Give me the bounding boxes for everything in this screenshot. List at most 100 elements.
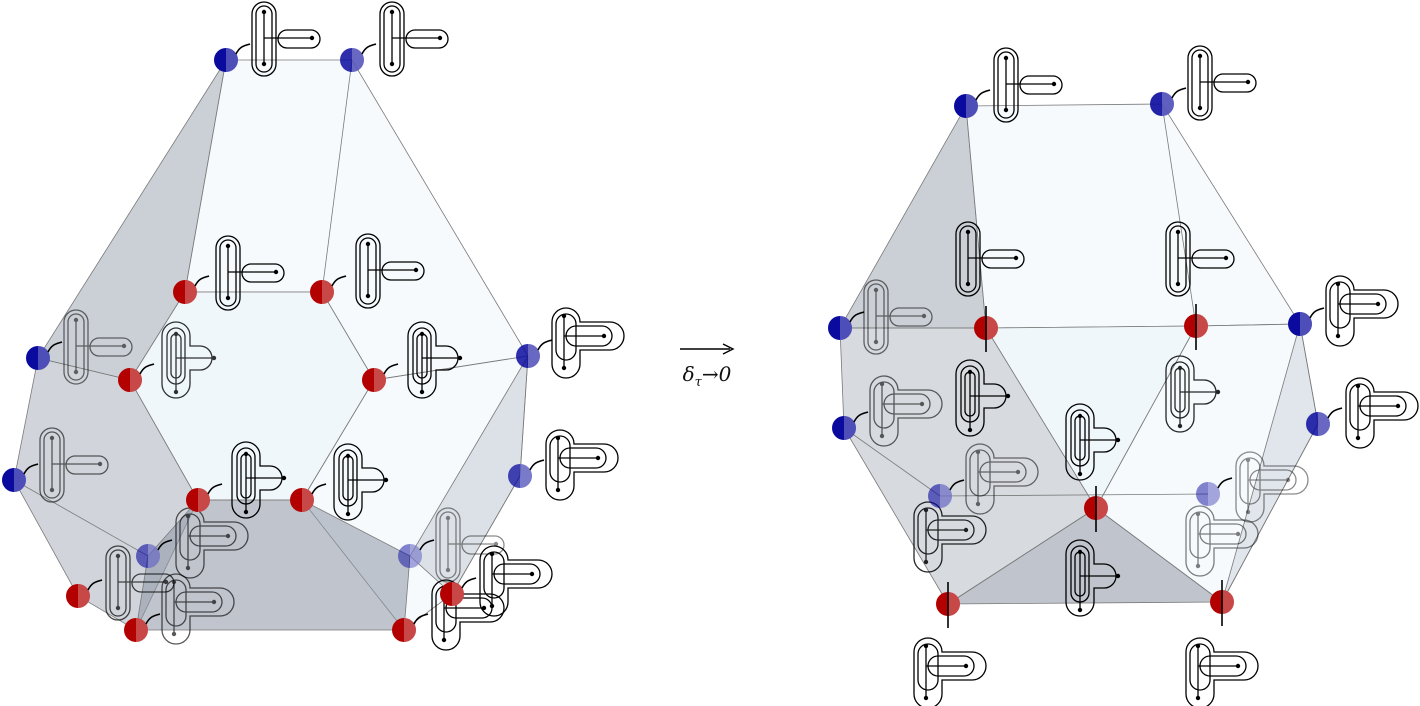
right-vertex-tb1-tail <box>975 89 991 101</box>
right-glyph-0 <box>993 47 1063 123</box>
left-glyph-12 <box>175 507 249 579</box>
left-vertex-r5-tail <box>207 483 223 495</box>
right-vertex-b5-disc <box>928 484 952 508</box>
right-edge-back-1 <box>1161 103 1197 327</box>
left-vertex-r1-shade <box>185 280 197 304</box>
right-glyph-4 <box>863 279 933 355</box>
left-vertex-b5-shade <box>148 544 160 568</box>
left-vertex-b4-tail <box>529 459 545 471</box>
right-glyph-10 <box>1065 403 1121 481</box>
left-vertex-r2-disc <box>310 280 334 304</box>
right-vertex-r5 <box>1210 580 1234 626</box>
right-glyph-11 <box>965 443 1039 515</box>
right-vertex-r2-shade <box>1196 314 1208 338</box>
right-vertex-b1-shade <box>840 316 852 340</box>
left-vertex-b5-disc <box>136 544 160 568</box>
left-vertex-r8 <box>124 613 161 642</box>
right-vertex-r3-shade <box>1096 496 1108 520</box>
left-vertex-b1 <box>26 341 63 370</box>
left-glyph-2 <box>215 235 285 311</box>
left-glyph-3 <box>355 233 425 309</box>
left-vertex-tb1 <box>214 43 251 72</box>
left-vertex-r7-shade <box>78 584 90 608</box>
left-glyph-16 <box>161 573 235 645</box>
left-vertex-r3-disc <box>118 368 142 392</box>
left-glyph-10 <box>231 441 287 519</box>
left-vertex-tb1-shade <box>226 48 238 72</box>
left-vertex-r9-disc <box>392 618 416 642</box>
left-vertex-b6-disc <box>398 544 422 568</box>
right-vertex-r3 <box>1084 486 1108 532</box>
left-vertex-tb1-disc <box>214 48 238 72</box>
left-glyph-11 <box>333 443 389 521</box>
right-glyph-5 <box>1325 275 1399 347</box>
right-vertex-r4-shade <box>948 592 960 616</box>
left-glyph-4 <box>161 321 217 399</box>
right-vertex-r4 <box>936 582 960 628</box>
right-vertex-r1-shade <box>986 316 998 340</box>
right-vertex-r2 <box>1184 304 1208 350</box>
left-vertex-r1-tail <box>194 275 210 287</box>
right-glyph-2 <box>955 221 1025 297</box>
left-vertex-r8-disc <box>124 618 148 642</box>
left-vertex-r9-shade <box>404 618 416 642</box>
right-vertex-b3-tail <box>1309 307 1325 319</box>
right-edge-back-2 <box>843 427 941 497</box>
right-edge-back-3 <box>939 493 1209 497</box>
right-vertex-b6-disc <box>1196 482 1220 506</box>
left-vertex-r5-shade <box>198 488 210 512</box>
left-vertex-b3-disc <box>516 344 540 368</box>
left-edge-back-1 <box>321 59 353 293</box>
right-vertex-r5-shade <box>1222 590 1234 614</box>
right-glyph-8 <box>869 375 943 447</box>
right-vertex-b1-tail <box>849 311 865 323</box>
right-vertex-b2 <box>832 411 869 440</box>
left-vertex-r7 <box>66 579 103 608</box>
left-glyph-9 <box>545 429 619 501</box>
left-edge-back-2 <box>13 479 149 557</box>
left-vertex-r7-tail <box>87 579 103 591</box>
right-vertex-tb2-shade <box>1162 92 1174 116</box>
right-vertex-b3-disc <box>1288 312 1312 336</box>
left-vertex-r6-disc <box>290 488 314 512</box>
right-vertex-b2-disc <box>832 416 856 440</box>
right-vertex-b5 <box>928 479 965 508</box>
right-vertex-b2-shade <box>844 416 856 440</box>
left-glyph-5 <box>407 321 463 399</box>
right-vertex-tb1-disc <box>954 94 978 118</box>
left-vertex-r4-shade <box>374 368 386 392</box>
left-vertex-b6-shade <box>410 544 422 568</box>
right-face-top <box>965 103 1301 329</box>
left-glyph-0 <box>251 1 321 77</box>
left-vertex-r3-tail <box>139 363 155 375</box>
left-vertex-r2 <box>310 275 347 304</box>
left-vertex-r8-shade <box>136 618 148 642</box>
right-polytope <box>828 45 1419 706</box>
left-vertex-r9 <box>392 613 429 642</box>
right-glyph-13 <box>913 501 987 573</box>
left-vertex-b1-disc <box>26 346 50 370</box>
right-glyph-12 <box>1235 451 1309 523</box>
right-vertex-b4 <box>1306 407 1343 436</box>
left-vertex-tb2 <box>340 43 377 72</box>
left-vertex-r3 <box>118 363 155 392</box>
left-vertex-b3-tail <box>537 339 553 351</box>
right-glyph-6 <box>955 359 1011 437</box>
right-vertex-b3 <box>1288 307 1325 336</box>
limit-arrow <box>680 343 735 355</box>
left-vertex-tb2-disc <box>340 48 364 72</box>
left-vertex-r10-shade <box>452 582 464 606</box>
left-vertex-b3 <box>516 339 553 368</box>
left-vertex-b5 <box>136 539 173 568</box>
left-vertex-b2-disc <box>2 468 26 492</box>
left-vertex-b1-tail <box>47 341 63 353</box>
left-vertex-r9-tail <box>413 613 429 625</box>
left-vertex-r3-shade <box>130 368 142 392</box>
left-vertex-r6-shade <box>302 488 314 512</box>
left-vertex-b5-tail <box>157 539 173 551</box>
right-vertex-tb2-tail <box>1171 87 1187 99</box>
left-vertex-r10-tail <box>461 577 477 589</box>
right-vertex-b6-tail <box>1217 477 1233 489</box>
right-vertex-tb2-disc <box>1150 92 1174 116</box>
